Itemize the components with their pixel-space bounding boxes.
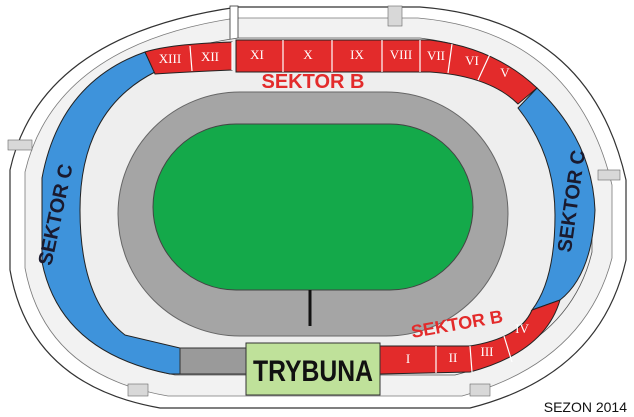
pitch	[152, 123, 474, 291]
block-label-xiii: XIII	[159, 51, 181, 66]
block-label-xii: XII	[201, 49, 219, 64]
block-label-iii: III	[481, 344, 494, 359]
sector-b-bottom[interactable]	[379, 299, 561, 375]
block-label-ii: II	[449, 350, 458, 365]
block-label-xi: XI	[250, 47, 264, 62]
passage-right	[597, 169, 621, 181]
passage-left	[7, 139, 33, 151]
block-label-i: I	[406, 351, 410, 366]
press-box	[179, 347, 247, 375]
top-block-dividers	[189, 40, 491, 81]
block-label-vi: VI	[465, 53, 479, 68]
block-label-viii: VIII	[390, 47, 412, 62]
block-label-x: X	[303, 47, 313, 62]
passage-bottom-left	[127, 383, 149, 397]
main-tribune[interactable]	[245, 342, 381, 396]
block-label-ix: IX	[350, 47, 364, 62]
block-label-v: V	[500, 65, 510, 80]
passage-bottom-right	[469, 383, 491, 397]
season-label: SEZON 2014	[544, 399, 627, 415]
passage-top-right	[387, 5, 403, 27]
passage-top	[229, 5, 239, 41]
tribune-label: TRYBUNA	[253, 355, 373, 388]
sector-b-top-label: SEKTOR B	[262, 71, 365, 93]
block-label-iv: IV	[515, 321, 529, 336]
bottom-block-dividers	[435, 335, 513, 373]
sector-c-left[interactable]	[41, 51, 181, 375]
block-label-vii: VII	[427, 48, 445, 63]
